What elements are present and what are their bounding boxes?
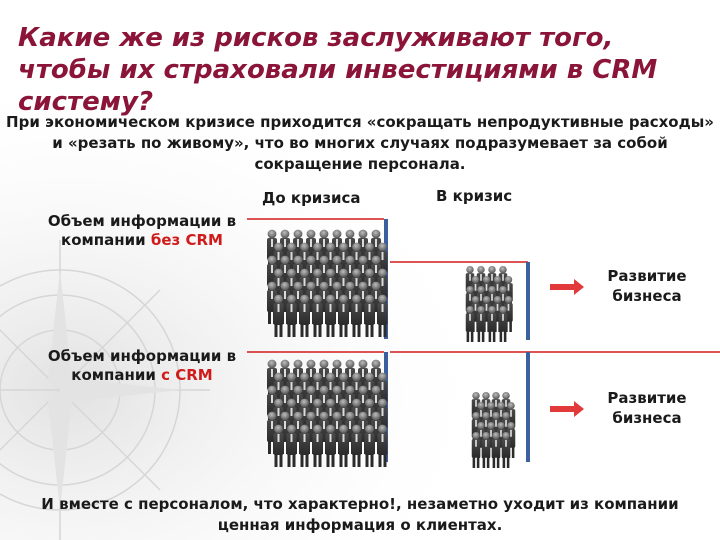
person-figure: [351, 294, 362, 337]
people-crowd-icon: [465, 265, 513, 342]
slide-title: Какие же из рисков заслуживают того, что…: [18, 23, 658, 117]
intro-paragraph: При экономическом кризисе приходится «со…: [6, 113, 714, 173]
person-figure: [498, 305, 508, 342]
row-label-without-crm: Объем информации в компании без CRM: [34, 212, 250, 250]
right-arrow-icon: [550, 401, 584, 417]
divider-bar: [526, 352, 530, 462]
column-during-crisis: В кризис: [436, 187, 513, 205]
person-figure: [491, 431, 501, 468]
row-label-text: Объем информации в компании: [47, 347, 237, 384]
person-figure: [501, 431, 511, 468]
footer-conclusion: И вместе с персоналом, что характерно!, …: [41, 495, 679, 534]
row-label-text: Объем информации в компании: [47, 212, 237, 249]
person-figure: [325, 294, 336, 337]
person-figure: [299, 424, 310, 467]
row-label-with-crm: Объем информации в компании с CRM: [34, 347, 250, 385]
people-crowd-icon: [267, 359, 388, 467]
row-label-emphasis: без CRM: [150, 231, 223, 249]
person-figure: [465, 305, 475, 342]
person-figure: [364, 424, 375, 467]
people-crowd-icon: [267, 229, 388, 337]
person-figure: [338, 424, 349, 467]
person-figure: [351, 424, 362, 467]
business-development-label: Развитие бизнеса: [607, 267, 687, 305]
person-figure: [286, 294, 297, 337]
person-figure: [487, 305, 497, 342]
business-development-label: Развитие бизнеса: [607, 389, 687, 427]
person-figure: [286, 424, 297, 467]
person-figure: [481, 431, 491, 468]
right-arrow-icon: [550, 279, 584, 295]
person-figure: [325, 424, 336, 467]
person-figure: [312, 424, 323, 467]
person-figure: [338, 294, 349, 337]
person-figure: [273, 424, 284, 467]
person-figure: [377, 424, 388, 467]
person-figure: [471, 431, 481, 468]
person-figure: [476, 305, 486, 342]
person-figure: [312, 294, 323, 337]
person-figure: [377, 294, 388, 337]
column-before-crisis: До кризиса: [262, 189, 361, 207]
person-figure: [273, 294, 284, 337]
divider-bar: [526, 262, 530, 340]
person-figure: [364, 294, 375, 337]
people-crowd-icon: [471, 391, 516, 468]
row-label-emphasis: с CRM: [161, 366, 213, 384]
person-figure: [299, 294, 310, 337]
